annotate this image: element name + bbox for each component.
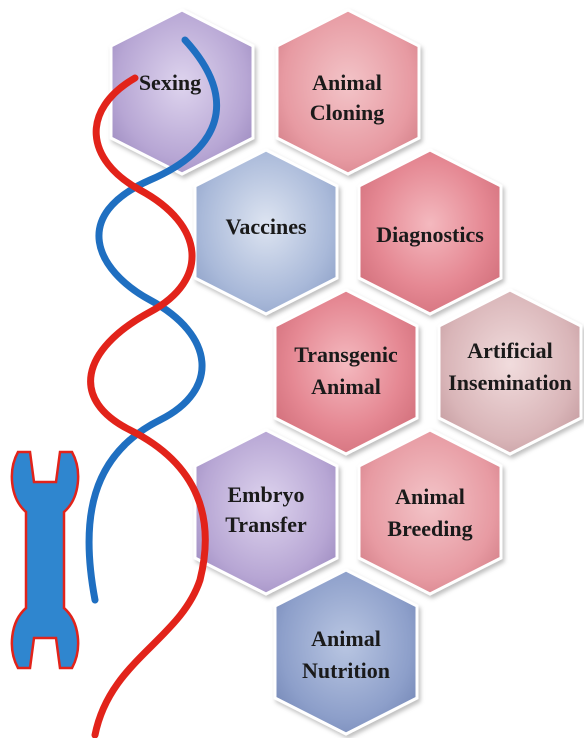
label-transgenic-animal-2: Animal bbox=[311, 374, 381, 399]
label-embryo-transfer-1: Embryo bbox=[228, 482, 305, 507]
hexagon-transgenic-animal bbox=[275, 290, 417, 454]
label-animal-breeding-2: Breeding bbox=[387, 516, 472, 541]
label-animal-nutrition-1: Animal bbox=[311, 626, 381, 651]
label-diagnostics: Diagnostics bbox=[376, 222, 484, 247]
label-sexing: Sexing bbox=[139, 70, 201, 95]
wrench-icon bbox=[12, 452, 78, 668]
helix-red-strand bbox=[91, 78, 206, 735]
hexagon-animal-nutrition bbox=[275, 570, 417, 734]
label-artificial-insemination-1: Artificial bbox=[467, 338, 553, 363]
label-animal-cloning-2: Cloning bbox=[310, 100, 385, 125]
label-animal-cloning-1: Animal bbox=[312, 70, 382, 95]
label-transgenic-animal-1: Transgenic bbox=[294, 342, 398, 367]
label-vaccines: Vaccines bbox=[225, 214, 307, 239]
label-animal-nutrition-2: Nutrition bbox=[302, 658, 390, 683]
label-animal-breeding-1: Animal bbox=[395, 484, 465, 509]
label-artificial-insemination-2: Insemination bbox=[448, 370, 571, 395]
hexagon-animal-breeding bbox=[359, 430, 501, 594]
label-embryo-transfer-2: Transfer bbox=[225, 512, 307, 537]
